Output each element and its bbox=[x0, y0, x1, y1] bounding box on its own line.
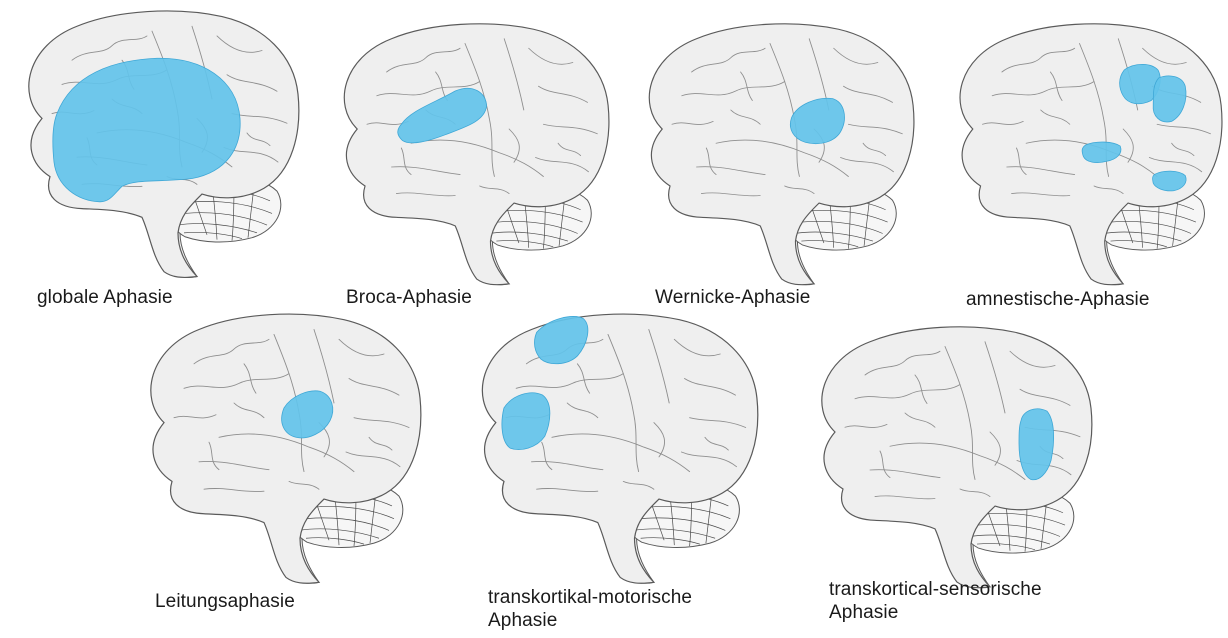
cerebral-cortex bbox=[151, 314, 421, 583]
panel-amnestic-aphasia: amnestische-Aphasie bbox=[930, 0, 1228, 300]
brain-icon bbox=[310, 0, 620, 300]
caption-conduction-aphasia: Leitungsaphasie bbox=[155, 590, 295, 613]
brain-icon bbox=[0, 0, 310, 300]
brain-drawing bbox=[960, 24, 1222, 285]
panel-conduction-aphasia: Leitungsaphasie bbox=[122, 300, 432, 638]
brain-drawing bbox=[29, 11, 299, 277]
panel-wernicke-aphasia: Wernicke-Aphasie bbox=[620, 0, 930, 300]
brain-icon bbox=[930, 0, 1228, 300]
brain-drawing bbox=[649, 24, 914, 285]
caption-transcortical-sensory-aphasia: transkortical-sensorische Aphasie bbox=[829, 578, 1042, 624]
panel-broca-aphasia: Broca-Aphasie bbox=[310, 0, 620, 300]
brain-drawing bbox=[822, 327, 1092, 588]
brain-drawing bbox=[482, 314, 757, 583]
affected-region bbox=[1153, 171, 1186, 191]
panel-transcortical-sensory-aphasia: transkortical-sensorische Aphasie bbox=[795, 300, 1115, 638]
panel-transcortical-motor-aphasia: transkortikal-motorische Aphasie bbox=[455, 300, 785, 638]
brain-icon bbox=[122, 300, 432, 638]
brain-icon bbox=[620, 0, 930, 300]
panel-global-aphasia: globale Aphasie bbox=[0, 0, 310, 300]
cerebral-cortex bbox=[344, 24, 609, 285]
cerebral-cortex bbox=[649, 24, 914, 285]
caption-transcortical-motor-aphasia: transkortikal-motorische Aphasie bbox=[488, 586, 692, 632]
brain-drawing bbox=[344, 24, 609, 285]
brain-drawing bbox=[151, 314, 421, 583]
